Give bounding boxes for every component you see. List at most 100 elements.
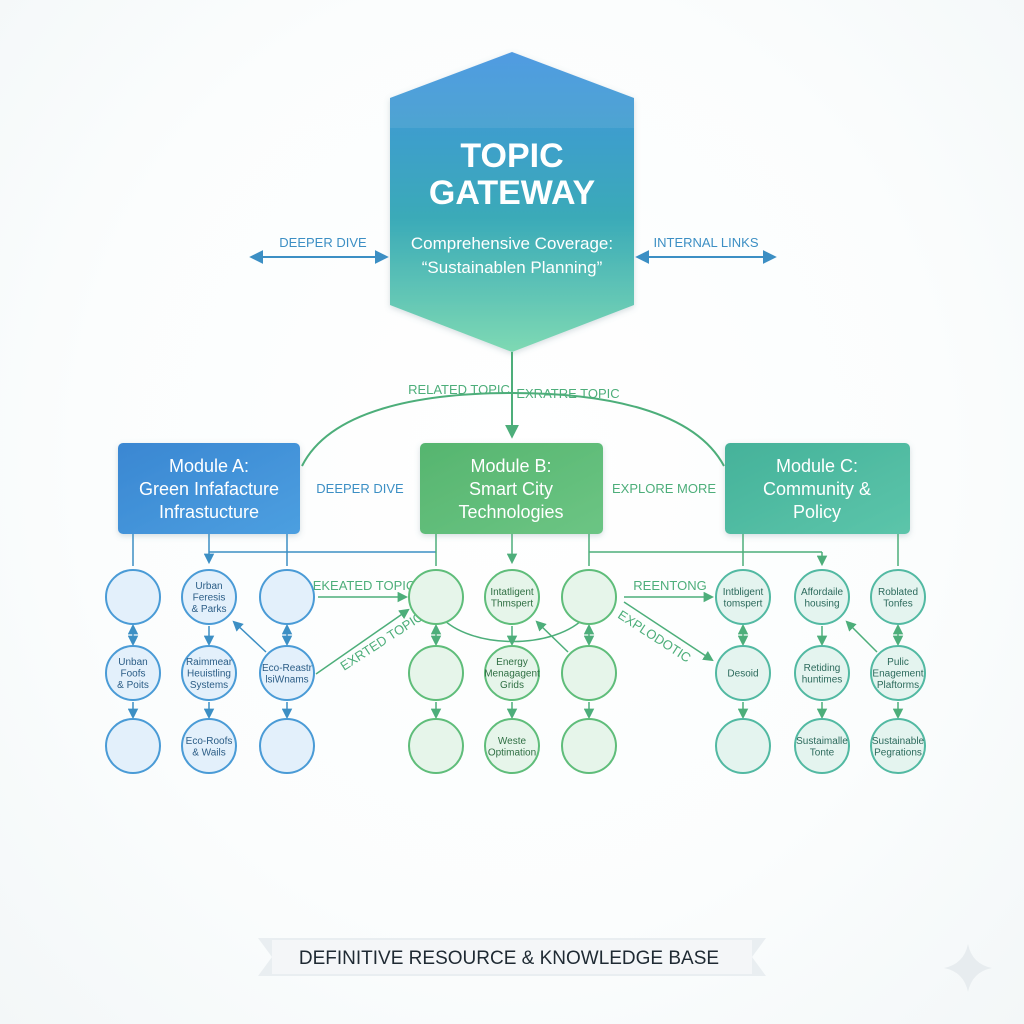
side-link-right[interactable]: INTERNAL LINKS — [635, 235, 777, 264]
module-a-node[interactable] — [105, 569, 161, 625]
module-a-grid-diagonal-arrow — [232, 620, 267, 653]
cross-link-bc-upper-label: REENTONG — [633, 578, 706, 593]
module-b-node-circle — [408, 569, 464, 625]
module-c-node-label: Tonte — [810, 747, 835, 758]
module-grid-connectors — [132, 534, 899, 567]
gateway-connector: RELATED TOPIC EXRATRE TOPIC — [301, 352, 725, 467]
module-a-node-circle — [105, 718, 161, 774]
module-c-node-label: Sustainable — [872, 736, 925, 747]
module-b-node-circle — [561, 718, 617, 774]
sparkle-icon — [944, 944, 992, 992]
module-a-node-label: lsiWnams — [265, 674, 308, 685]
module-c-node[interactable]: Desoid — [715, 645, 771, 701]
module-b-node-circle — [484, 569, 540, 625]
side-link-right-label: INTERNAL LINKS — [654, 235, 759, 250]
module-a-node[interactable] — [259, 718, 315, 774]
module-c-node-label: Enagement — [872, 669, 923, 680]
module-c-node-label: tomspert — [724, 598, 763, 609]
module-b-node-label: Energy — [496, 657, 528, 668]
module-a-box[interactable]: Module A: Green Infafacture Infrastuctur… — [118, 443, 300, 534]
module-a-node-circle — [105, 645, 161, 701]
top-link-left-label: RELATED TOPIC — [408, 382, 510, 397]
module-b-title-line1: Module B: — [470, 456, 551, 476]
module-a-node-circle — [105, 569, 161, 625]
module-a-node-label: Eco-Roofs — [186, 736, 233, 747]
module-c-node-circle — [870, 645, 926, 701]
module-b-node[interactable] — [408, 569, 464, 625]
module-a-node-label: Foofs — [120, 669, 145, 680]
module-c-box[interactable]: Module C: Community & Policy — [725, 443, 910, 534]
module-a-title-line3: Infrastucture — [159, 502, 259, 522]
module-c-node-label: Intbligent — [723, 587, 764, 598]
module-b-node[interactable] — [408, 718, 464, 774]
module-a-node-circle — [259, 569, 315, 625]
module-c-node[interactable] — [715, 718, 771, 774]
module-a-node[interactable]: Eco-Roofs& Wails — [181, 718, 237, 774]
module-c-node-label: Sustaimalle — [796, 736, 848, 747]
module-c-node-label: huntimes — [802, 674, 843, 685]
gateway-title-line1: TOPIC — [460, 137, 563, 175]
module-b-box[interactable]: Module B: Smart City Technologies — [420, 443, 603, 534]
module-a-node-label: Unban — [118, 657, 147, 668]
module-c-node-label: Desoid — [727, 669, 758, 680]
module-a-node-label: & Wails — [192, 747, 226, 758]
module-b-node[interactable] — [561, 645, 617, 701]
module-a-node-circle — [259, 645, 315, 701]
module-c-node-label: Roblated — [878, 587, 918, 598]
module-b-node-circle — [561, 569, 617, 625]
module-a-node-circle — [181, 569, 237, 625]
module-c-node-circle — [870, 569, 926, 625]
module-c-title-line1: Module C: — [776, 456, 858, 476]
module-c-node-label: Pegrations — [874, 747, 922, 758]
module-b-node[interactable] — [561, 718, 617, 774]
module-c-grid-diagonal-arrow — [845, 620, 878, 653]
module-c-node-label: Plaftorms — [877, 680, 919, 691]
module-b-node[interactable] — [561, 569, 617, 625]
module-c-node-label: housing — [804, 598, 839, 609]
cross-link-ab-upper-label: EKEATED TOPIC — [313, 578, 416, 593]
side-link-left[interactable]: DEEPER DIVE — [249, 235, 389, 264]
module-a-node-label: Heuistling — [187, 669, 231, 680]
side-link-left-label: DEEPER DIVE — [279, 235, 367, 250]
module-b-node-circle — [484, 718, 540, 774]
module-c-node-label: Pulic — [887, 657, 909, 668]
footer-text: DEFINITIVE RESOURCE & KNOWLEDGE BASE — [299, 948, 719, 969]
topic-gateway-hexagon[interactable]: TOPIC GATEWAY Comprehensive Coverage: “S… — [390, 52, 634, 352]
cross-link-bc-lower-label: EXPLODOTIC — [615, 607, 693, 665]
footer-banner: DEFINITIVE RESOURCE & KNOWLEDGE BASE — [258, 938, 766, 976]
module-b-node-label: Grids — [500, 680, 524, 691]
module-c-title-line3: Policy — [793, 502, 841, 522]
module-a-node[interactable] — [259, 569, 315, 625]
module-c-node-circle — [794, 645, 850, 701]
module-c-node-label: Affordaile — [801, 587, 844, 598]
module-c-node-circle — [794, 569, 850, 625]
module-a-node-label: Systems — [190, 680, 228, 691]
module-a-title-line2: Green Infafacture — [139, 479, 279, 499]
module-a-node[interactable] — [105, 718, 161, 774]
module-bc-label: EXPLORE MORE — [612, 481, 716, 496]
module-b-node-circle — [561, 645, 617, 701]
module-c-node-circle — [715, 645, 771, 701]
module-c-node-label: Tonfes — [883, 598, 912, 609]
top-link-right-label: EXRATRE TOPIC — [516, 386, 619, 401]
module-a-node-circle — [259, 718, 315, 774]
module-a-node-label: Urban — [195, 581, 222, 592]
module-b-node[interactable] — [408, 645, 464, 701]
module-b-node-circle — [408, 645, 464, 701]
